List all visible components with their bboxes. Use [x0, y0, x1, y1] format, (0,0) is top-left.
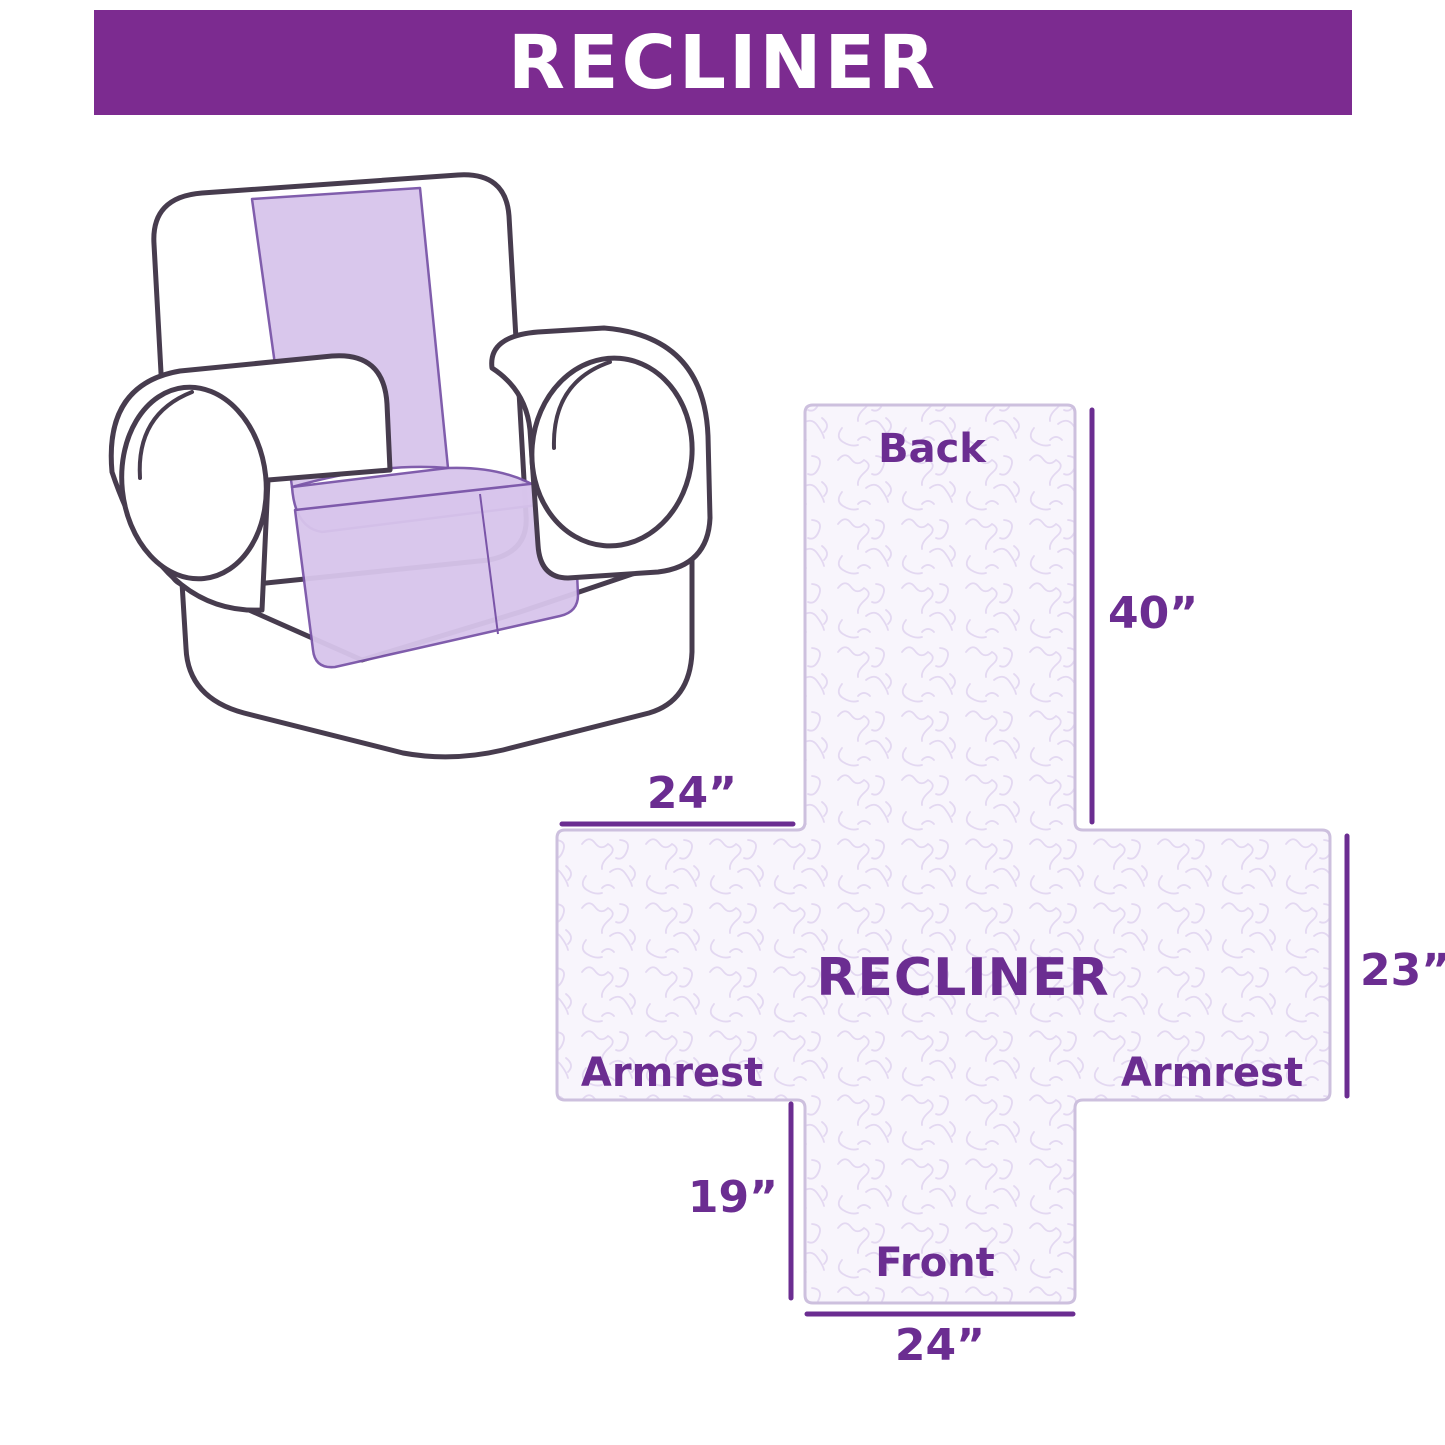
chair-right-arm-roll: [529, 355, 695, 549]
chair-right-arm-swirl: [551, 360, 612, 450]
page-title: RECLINER: [508, 19, 938, 106]
center-label: RECLINER: [816, 948, 1109, 1008]
dim-side-height: 23”: [1360, 945, 1445, 996]
recliner-chair-illustration: [108, 172, 713, 760]
dim-armrest-top-width: 24”: [647, 768, 737, 819]
cross-shape: [555, 403, 1332, 1305]
dim-back-height: 40”: [1108, 588, 1198, 639]
dim-front-height: 19”: [688, 1172, 778, 1223]
chair-left-arm-swirl: [137, 390, 194, 480]
chair-left-arm-roll: [119, 384, 269, 582]
header-banner: RECLINER: [94, 10, 1352, 115]
cover-fold-line: [479, 493, 499, 635]
armrest-right-label: Armrest: [1121, 1050, 1303, 1096]
cover-layout-diagram: Back RECLINER Armrest Armrest Front 40” …: [555, 403, 1445, 1371]
dim-front-width: 24”: [895, 1320, 985, 1371]
back-section-label: Back: [878, 426, 987, 472]
armrest-left-label: Armrest: [581, 1050, 763, 1096]
front-section-label: Front: [875, 1240, 995, 1286]
